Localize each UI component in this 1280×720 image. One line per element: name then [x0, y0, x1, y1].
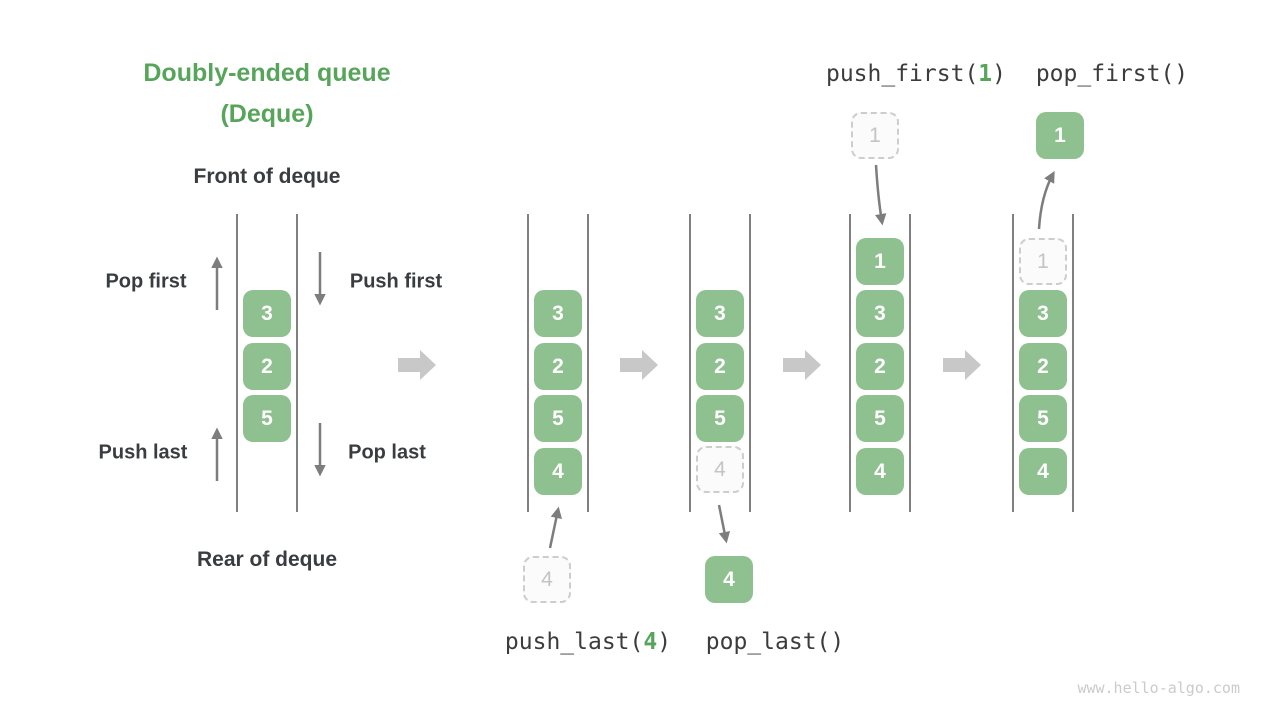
queue-cell: 5	[1019, 395, 1067, 442]
transition-arrow-icon	[943, 350, 981, 380]
queue-walls	[236, 214, 1074, 512]
diagram-title-line1: Doubly-ended queue	[143, 59, 391, 87]
push-first-step-arrow-icon	[874, 164, 887, 226]
pop-last-code-label: pop_last()	[705, 629, 845, 655]
push-first-item-box: 1	[851, 112, 899, 159]
pop-first-label: Pop first	[105, 270, 187, 293]
code-prefix: push_last(	[504, 629, 644, 655]
queue-cell: 2	[534, 343, 582, 390]
pop-first-code-label: pop_first()	[1035, 61, 1189, 87]
pop-last-step-arrow-icon	[717, 504, 731, 544]
queue-cell: 2	[1019, 343, 1067, 390]
queue-cell: 3	[534, 290, 582, 337]
queue-cell: 5	[856, 395, 904, 442]
code-suffix: )	[657, 629, 672, 655]
queue-cell: 5	[243, 395, 291, 442]
pop-first-item-box: 1	[1036, 112, 1084, 159]
transition-arrow-icon	[398, 350, 436, 380]
rear-of-deque-label: Rear of deque	[196, 548, 338, 571]
queue-cell: 3	[1019, 290, 1067, 337]
push-last-code-label: push_last(4)	[505, 629, 671, 655]
queue-cell: 5	[696, 395, 744, 442]
transition-arrow-icon	[783, 350, 821, 380]
queue-cell: 3	[696, 290, 744, 337]
code-arg: 4	[643, 629, 658, 655]
pop-last-label: Pop last	[348, 441, 426, 464]
push-first-code-label: push_first(1)	[826, 61, 1006, 87]
push-last-item-box: 4	[523, 556, 571, 603]
queue-cell: 4	[534, 448, 582, 495]
pop-first-step-arrow-icon	[1037, 170, 1055, 230]
push-last-label: Push last	[98, 441, 188, 464]
push-last-step-arrow-icon	[548, 506, 562, 549]
queue-cell-removed: 4	[696, 446, 744, 493]
diagram-title-line2: (Deque)	[220, 100, 314, 128]
queue-cell: 2	[856, 343, 904, 390]
pop-last-item-box: 4	[705, 556, 753, 603]
code-prefix: push_first(	[825, 61, 979, 87]
queue-cell: 3	[243, 290, 291, 337]
queue-cell: 2	[696, 343, 744, 390]
transition-arrow-icon	[620, 350, 658, 380]
code-suffix: )	[992, 61, 1007, 87]
front-of-deque-label: Front of deque	[193, 165, 341, 188]
queue-cell: 4	[856, 448, 904, 495]
queue-cell: 1	[856, 238, 904, 285]
queue-cell: 5	[534, 395, 582, 442]
queue-cell: 3	[856, 290, 904, 337]
queue-cell: 2	[243, 343, 291, 390]
queue-cell: 4	[1019, 448, 1067, 495]
queue-cell-removed: 1	[1019, 238, 1067, 285]
diagram-title: Doubly-ended queue (Deque)	[143, 53, 390, 135]
watermark: www.hello-algo.com	[1077, 679, 1240, 697]
push-first-label: Push first	[349, 270, 443, 293]
code-arg: 1	[978, 61, 993, 87]
